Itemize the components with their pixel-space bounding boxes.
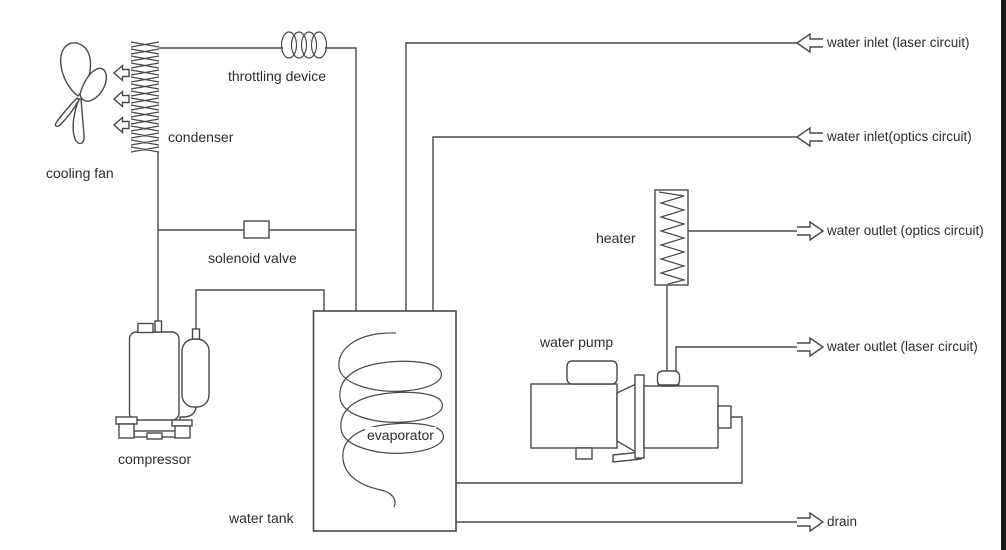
evaporator-label: evaporator (365, 427, 436, 443)
fan-blade-bottom (72, 98, 85, 145)
fan-blade-left (54, 97, 80, 127)
water-inlet-optics-label: water inlet(optics circuit) (827, 129, 972, 144)
solenoid-valve-label: solenoid valve (208, 250, 297, 266)
water-outlet-laser-label: water outlet (laser circuit) (827, 339, 978, 354)
water-pump-unit (530, 360, 732, 463)
water-inlet-laser-arrow-icon (795, 32, 823, 54)
pump-outlet-fitting (717, 405, 732, 429)
condenser-coil (130, 41, 160, 153)
water-outlet-optics-arrow-icon (797, 220, 825, 242)
water-inlet-optics-arrow-icon (795, 126, 823, 148)
throttling-device-coil (280, 31, 328, 59)
water-tank-body (312, 310, 457, 532)
water-tank-label: water tank (229, 510, 294, 526)
pump-flange-plate (634, 374, 645, 459)
compressor-unit (115, 320, 210, 440)
refrigerant-lines (157, 47, 357, 330)
water-inlet-laser-label: water inlet (laser circuit) (827, 35, 970, 50)
throttling-device-label: throttling device (228, 68, 327, 84)
pump-head-body (643, 385, 719, 449)
evaporator-coil (338, 332, 444, 508)
solenoid-valve-body (243, 220, 270, 239)
heater-unit (654, 189, 689, 286)
compressor-label: compressor (118, 451, 192, 467)
pump-motor-body (530, 383, 618, 449)
port-arrows (795, 32, 825, 533)
compressor-accumulator (181, 338, 210, 408)
water-tank-unit (312, 310, 457, 532)
water-lines (405, 42, 797, 523)
drain-label: drain (827, 514, 858, 529)
drain-arrow-icon (797, 511, 825, 533)
screen-edge-bar (1001, 0, 1006, 550)
heater-label: heater (596, 230, 636, 246)
fan-blade-right (79, 67, 108, 102)
airflow-arrow-icons (112, 63, 130, 135)
compressor-body (128, 331, 180, 421)
cooling-fan (54, 42, 130, 145)
pump-top-connector (656, 370, 681, 387)
heater-element-zigzag (658, 191, 687, 285)
pump-motor-cap (566, 360, 618, 385)
water-outlet-laser-arrow-icon (797, 336, 825, 358)
water-outlet-optics-label: water outlet (optics circuit) (827, 223, 984, 238)
water-pump-label: water pump (540, 334, 614, 350)
condenser-label: condenser (168, 129, 234, 145)
cooling-fan-label: cooling fan (46, 165, 114, 181)
